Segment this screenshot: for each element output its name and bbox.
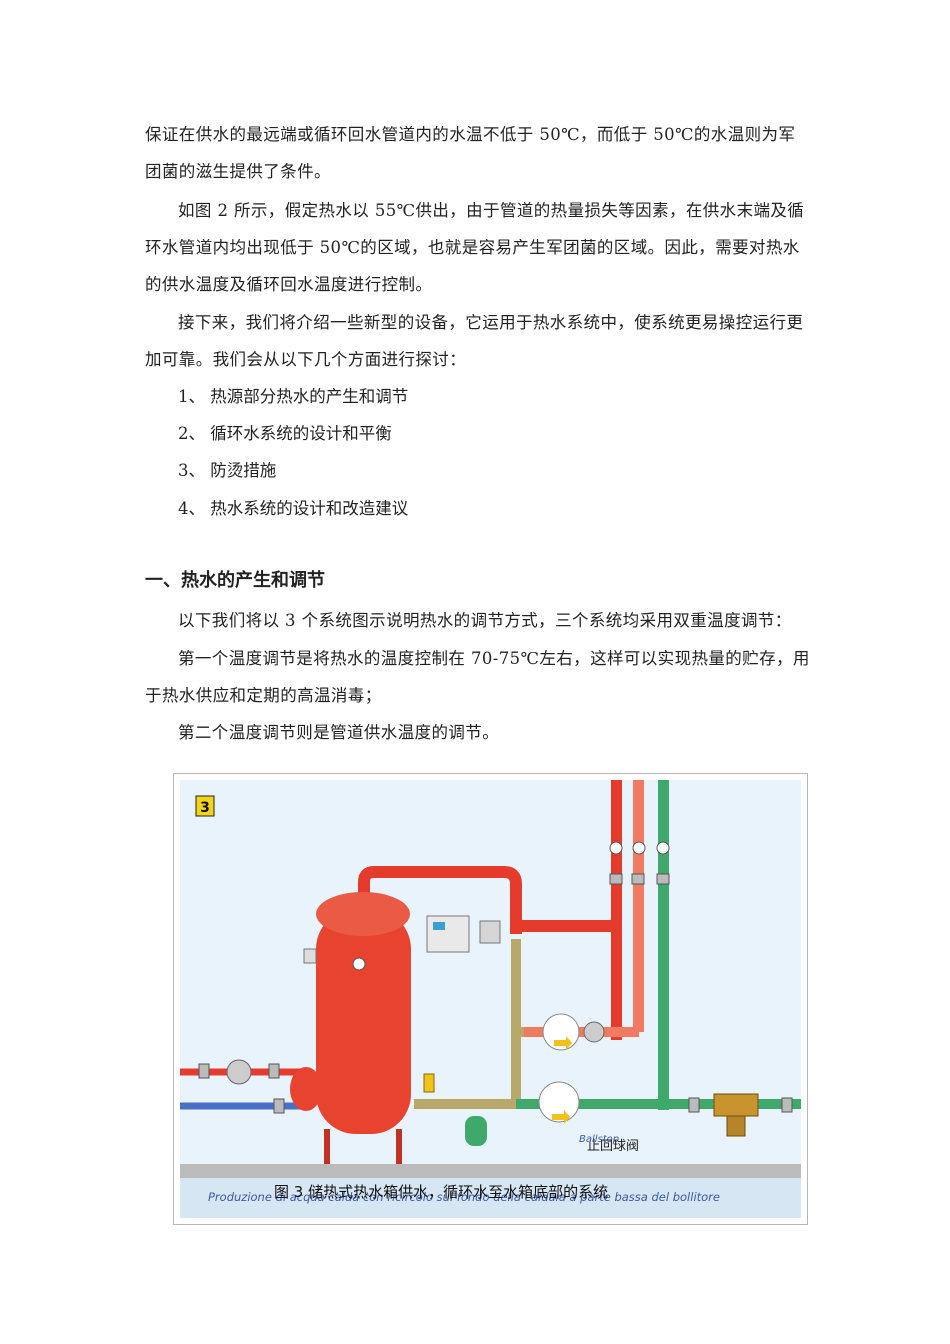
ballstop-label: Ballstop (579, 1134, 619, 1145)
warm-riser-pipe (633, 780, 644, 1032)
caption-band (180, 1178, 801, 1218)
gauge-icon (609, 841, 623, 855)
pump-icon (226, 1059, 252, 1085)
section-paragraph-3: 第二个温度调节则是管道供水温度的调节。 (178, 723, 500, 742)
section-heading: 一、热水的产生和调节 (145, 570, 325, 591)
paragraph-1: 保证在供水的最远端或循环回水管道内的水温不低于 50℃，而低于 50℃的水温则为… (145, 125, 796, 181)
section-paragraph-1: 以下我们将以 3 个系统图示说明热水的调节方式，三个系统均采用双重温度调节： (178, 611, 792, 630)
valve-icon (631, 873, 645, 885)
flow-arrow-icon (552, 1110, 570, 1124)
section-paragraph-2: 第一个温度调节是将热水的温度控制在 70-75℃左右，这样可以实现热量的贮存，用… (145, 649, 810, 705)
safety-valve-icon (423, 1073, 435, 1093)
ballstop-callout (538, 1081, 580, 1123)
strainer-icon (726, 1115, 746, 1137)
circulation-pump-icon (583, 1021, 605, 1043)
valve-icon (609, 873, 623, 885)
green-riser-pipe (658, 780, 669, 1110)
valve-icon (273, 1098, 285, 1114)
system-diagram: 3 (180, 780, 801, 1218)
list-item: 2、 循环水系统的设计和平衡 (178, 424, 392, 443)
valve-icon (688, 1097, 700, 1113)
gauge-icon (656, 841, 670, 855)
tank-leg (396, 1129, 402, 1164)
hot-riser-pipe (611, 780, 622, 1040)
tank-leg (324, 1129, 330, 1164)
valve-icon (268, 1063, 280, 1079)
check-valve-label: 止回球阀 (587, 1139, 639, 1154)
list-item: 1、 热源部分热水的产生和调节 (178, 387, 409, 406)
tank-thermometer-icon (352, 957, 366, 971)
mixing-valve-actuator (479, 920, 501, 944)
paragraph-2: 如图 2 所示，假定热水以 55℃供出，由于管道的热量损失等因素，在供水末端及循… (145, 201, 805, 294)
temperature-controller (426, 915, 470, 953)
paragraph-3: 接下来，我们将介绍一些新型的设备，它运用于热水系统中，使系统更易操控运行更加可靠… (145, 313, 804, 369)
valve-icon (656, 873, 670, 885)
tank-top (316, 892, 410, 936)
tank-outlet-pipe (358, 866, 522, 934)
tank-side-flange (290, 1067, 322, 1111)
figure-caption: 图 3 储热式热水箱供水，循环水至水箱底部的系统 (274, 1183, 608, 1201)
figure-number-badge (195, 795, 215, 817)
backflow-preventer (713, 1093, 759, 1117)
badge-number: 3 (200, 800, 210, 816)
floor-band (180, 1164, 801, 1178)
valve-icon (781, 1097, 793, 1113)
system-diagram-figure: 3 (173, 773, 808, 1225)
gauge-icon (632, 841, 646, 855)
valve-icon (198, 1063, 210, 1079)
diagram-background (180, 780, 801, 1218)
expansion-tank (465, 1116, 487, 1146)
controller-display (433, 922, 445, 930)
list-item: 4、 热水系统的设计和改造建议 (178, 499, 409, 518)
tank-sensor (303, 948, 317, 964)
storage-tank (316, 909, 411, 1134)
italian-caption: Produzione di acqua calda con ricircolo … (208, 1190, 720, 1204)
flow-arrow-icon (554, 1036, 572, 1050)
list-item: 3、 防烫措施 (178, 461, 277, 480)
